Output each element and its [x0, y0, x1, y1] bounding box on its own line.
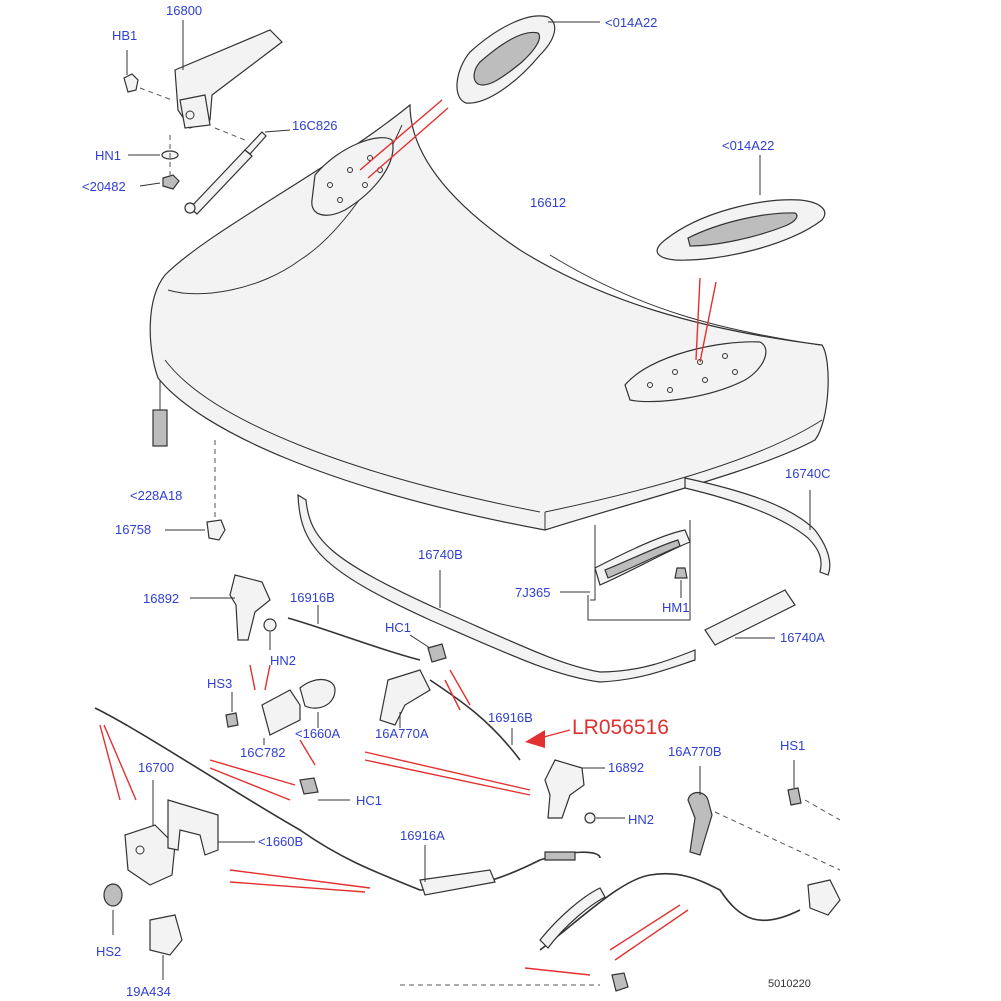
striker-right	[544, 759, 625, 824]
release-cable	[94, 707, 801, 951]
label-hc1-top: HC1	[385, 620, 411, 635]
bracket-1660b	[167, 799, 255, 856]
underhood-lamp	[560, 520, 691, 621]
label-16916b-top: 16916B	[290, 590, 335, 605]
label-16740b: 16740B	[418, 547, 463, 562]
seal-16740a	[704, 589, 796, 646]
label-16612: 16612	[530, 195, 566, 210]
label-1660a: <1660A	[295, 726, 341, 741]
label-16a770a: 16A770A	[375, 726, 429, 741]
label-16a770b: 16A770B	[668, 744, 722, 759]
release-callouts	[99, 724, 689, 976]
sensor-clip	[400, 972, 629, 992]
label-1660b: <1660B	[258, 834, 303, 849]
label-16740a: 16740A	[780, 630, 825, 645]
label-hc1-bottom: HC1	[356, 793, 382, 808]
label-hs1: HS1	[780, 738, 805, 753]
label-014a22-right: <014A22	[722, 138, 774, 153]
gas-strut	[184, 127, 291, 215]
label-7j365: 7J365	[515, 585, 550, 600]
hinge-bolts	[128, 135, 180, 190]
label-lr-code: LR056516	[572, 716, 669, 739]
label-19a434: 19A434	[126, 984, 171, 999]
label-014a22-top: <014A22	[605, 15, 657, 30]
hood-panel	[149, 103, 829, 531]
label-hm1: HM1	[662, 600, 689, 615]
label-hb1: HB1	[112, 28, 137, 43]
bump-stop	[152, 380, 226, 541]
label-drawing-no: 5010220	[768, 978, 811, 990]
seal-16740b	[297, 493, 696, 683]
cable-16916b	[287, 605, 521, 761]
hood-hinge	[123, 20, 283, 129]
striker-left	[190, 574, 277, 650]
label-16740c: 16740C	[785, 466, 831, 481]
primary-latch	[103, 780, 183, 980]
clip-hc1-bottom	[299, 777, 350, 801]
lr-callout-arrow	[525, 729, 571, 748]
secondary-latch	[379, 669, 471, 728]
hood-vent-right	[656, 155, 826, 261]
label-16892-right: 16892	[608, 760, 644, 775]
vent-callouts	[359, 99, 717, 363]
seal-16740c	[684, 477, 831, 576]
vent-plate-left	[311, 137, 394, 216]
hood-vent-top	[456, 15, 600, 104]
labels: HB1 16800 <014A22 16C826 HN1 <20482 <014…	[82, 3, 831, 999]
label-16c826: 16C826	[292, 118, 338, 133]
label-16800: 16800	[166, 3, 202, 18]
label-hn2-right: HN2	[628, 812, 654, 827]
label-20482: <20482	[82, 179, 126, 194]
label-hs2: HS2	[96, 944, 121, 959]
label-16c782: 16C782	[240, 745, 286, 760]
release-handle	[687, 766, 841, 871]
label-228a18: <228A18	[130, 488, 182, 503]
label-16892-left: 16892	[143, 591, 179, 606]
bolt-hs1	[787, 760, 841, 916]
label-16700: 16700	[138, 760, 174, 775]
label-16758: 16758	[115, 522, 151, 537]
bracket-16c782	[225, 664, 336, 766]
label-16916b-mid: 16916B	[488, 710, 533, 725]
label-hs3: HS3	[207, 676, 232, 691]
clip-hc1-top	[409, 634, 447, 663]
label-16916a: 16916A	[400, 828, 445, 843]
label-hn2-left: HN2	[270, 653, 296, 668]
label-hn1: HN1	[95, 148, 121, 163]
